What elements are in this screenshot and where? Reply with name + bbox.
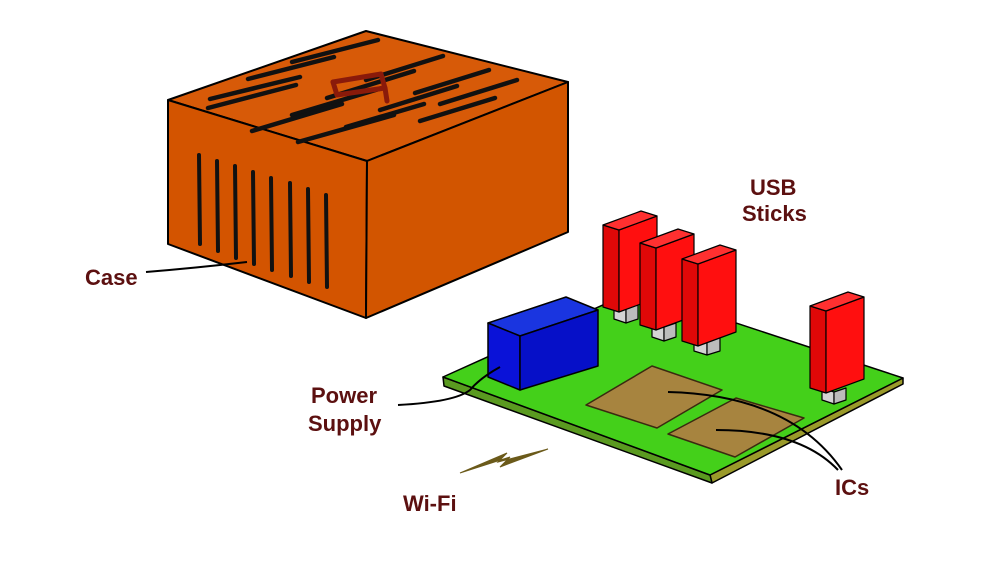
power-supply xyxy=(487,296,599,391)
case-top-vents xyxy=(205,37,520,145)
usb-sticks-label-line1: USB xyxy=(750,175,796,200)
usb-sticks-label-line2: Sticks xyxy=(742,201,807,226)
ics-leader-line-2 xyxy=(715,429,839,471)
case-side-vents xyxy=(197,153,329,289)
wifi-label: Wi-Fi xyxy=(403,491,457,516)
usb-stick-4 xyxy=(809,291,865,405)
usb-stick-3 xyxy=(681,244,737,356)
power-supply-leader-line xyxy=(397,366,501,406)
wifi-bolt-icon xyxy=(459,448,549,474)
power-supply-label-line1: Power xyxy=(311,383,377,408)
case-handle xyxy=(330,71,390,104)
case-label: Case xyxy=(85,265,138,290)
power-supply-side xyxy=(519,309,599,391)
ics-label: ICs xyxy=(835,475,869,500)
case-right-face xyxy=(365,81,569,319)
case-leader-line xyxy=(145,261,248,273)
ics-leader-line-1 xyxy=(667,391,843,471)
ic-chip-1 xyxy=(585,365,723,429)
power-supply-label-line2: Supply xyxy=(308,411,382,436)
